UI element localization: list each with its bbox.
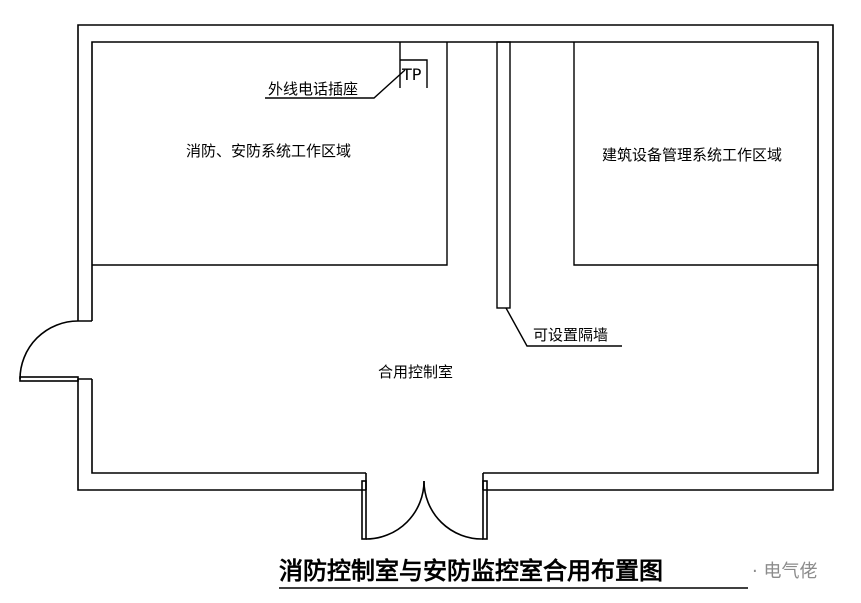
phone-socket-label: 外线电话插座 (268, 80, 358, 98)
walls (77, 24, 834, 491)
partition-wall-leader (505, 307, 622, 347)
building-equipment-zone-boundary (573, 42, 818, 266)
tp-label: TP (401, 65, 422, 84)
outer-wall (77, 24, 834, 491)
bottom-door-leaf-left (361, 480, 367, 540)
bottom-door-leaf-right (482, 480, 488, 540)
bottom-door-arc-right (423, 480, 484, 540)
diagram-title: 消防控制室与安防监控室合用布置图 (279, 557, 663, 585)
phone-socket-leader (265, 69, 406, 99)
left-door-leaf (19, 376, 79, 382)
building-equipment-zone-label: 建筑设备管理系统工作区域 (602, 146, 782, 164)
fire-security-zone-label: 消防、安防系统工作区域 (186, 142, 351, 160)
bottom-double-door (361, 480, 488, 540)
leader-lines (265, 69, 622, 347)
bottom-door-arc-left (365, 480, 425, 540)
partition-wall (496, 41, 511, 309)
watermark: · 电气佬 (752, 561, 817, 582)
left-door (19, 320, 79, 382)
fire-security-zone-boundary (92, 42, 448, 266)
left-door-jambs (78, 320, 92, 380)
partition-wall-label: 可设置隔墙 (533, 326, 608, 344)
left-door-swing-arc (19, 320, 79, 380)
inner-wall (91, 41, 819, 474)
work-zones (92, 42, 818, 266)
shared-control-room-label: 合用控制室 (378, 363, 453, 381)
tp-box-outline (399, 42, 428, 88)
tp-socket-box (399, 42, 428, 88)
